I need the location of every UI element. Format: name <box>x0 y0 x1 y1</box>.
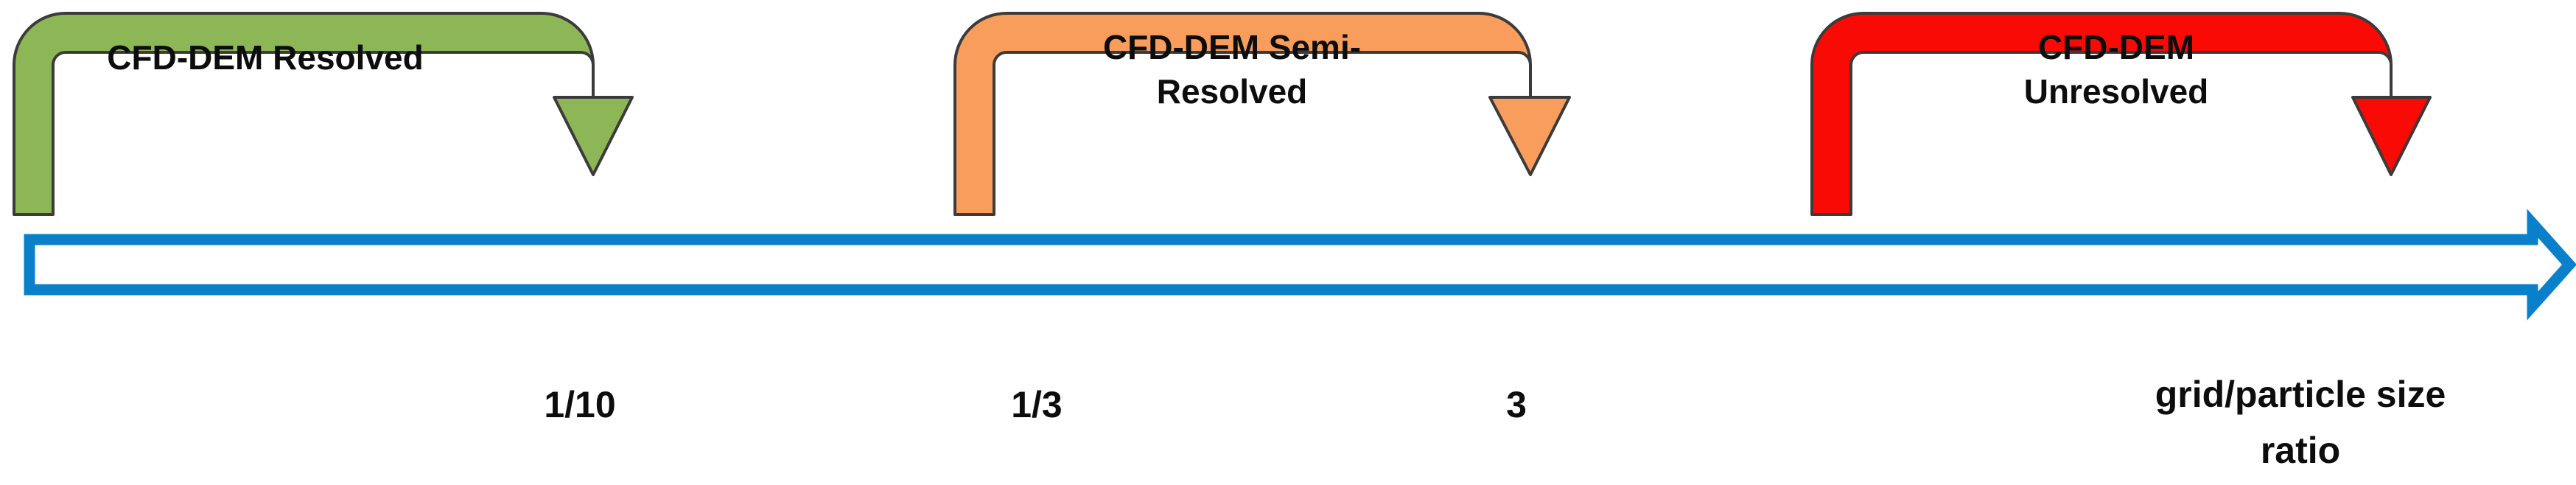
axis-tick-label-3: 3 <box>1506 384 1527 425</box>
axis-caption: grid/particle size ratio <box>2155 374 2446 471</box>
regime-label-unresolved-line1: CFD-DEM <box>2038 28 2194 66</box>
regime-arrow-resolved[interactable]: CFD-DEM Resolved <box>13 12 634 216</box>
curved-down-arrow-icon <box>13 12 634 216</box>
axis-tick-labels: 1/10 1/3 3 <box>544 384 1527 425</box>
regime-label-unresolved-line2: Unresolved <box>2024 72 2209 111</box>
regime-arrow-semi-resolved[interactable]: CFD-DEM Semi- Resolved <box>953 12 1571 216</box>
axis-caption-line1: grid/particle size <box>2155 374 2446 415</box>
axis-tick-label-1: 1/10 <box>544 384 615 425</box>
curved-down-arrow-icon <box>953 12 1571 216</box>
axis-arrow[interactable] <box>24 209 2576 321</box>
regime-label-semi-resolved-line1: CFD-DEM Semi- <box>1103 28 1361 66</box>
regime-label-resolved: CFD-DEM Resolved <box>107 38 423 77</box>
curved-down-arrow-icon <box>1810 12 2432 216</box>
axis-tick-label-2: 1/3 <box>1011 384 1063 425</box>
regime-arrow-unresolved[interactable]: CFD-DEM Unresolved <box>1810 12 2432 216</box>
axis-caption-line2: ratio <box>2261 430 2340 471</box>
right-arrow-icon <box>24 209 2576 321</box>
regime-label-semi-resolved-line2: Resolved <box>1157 72 1308 111</box>
